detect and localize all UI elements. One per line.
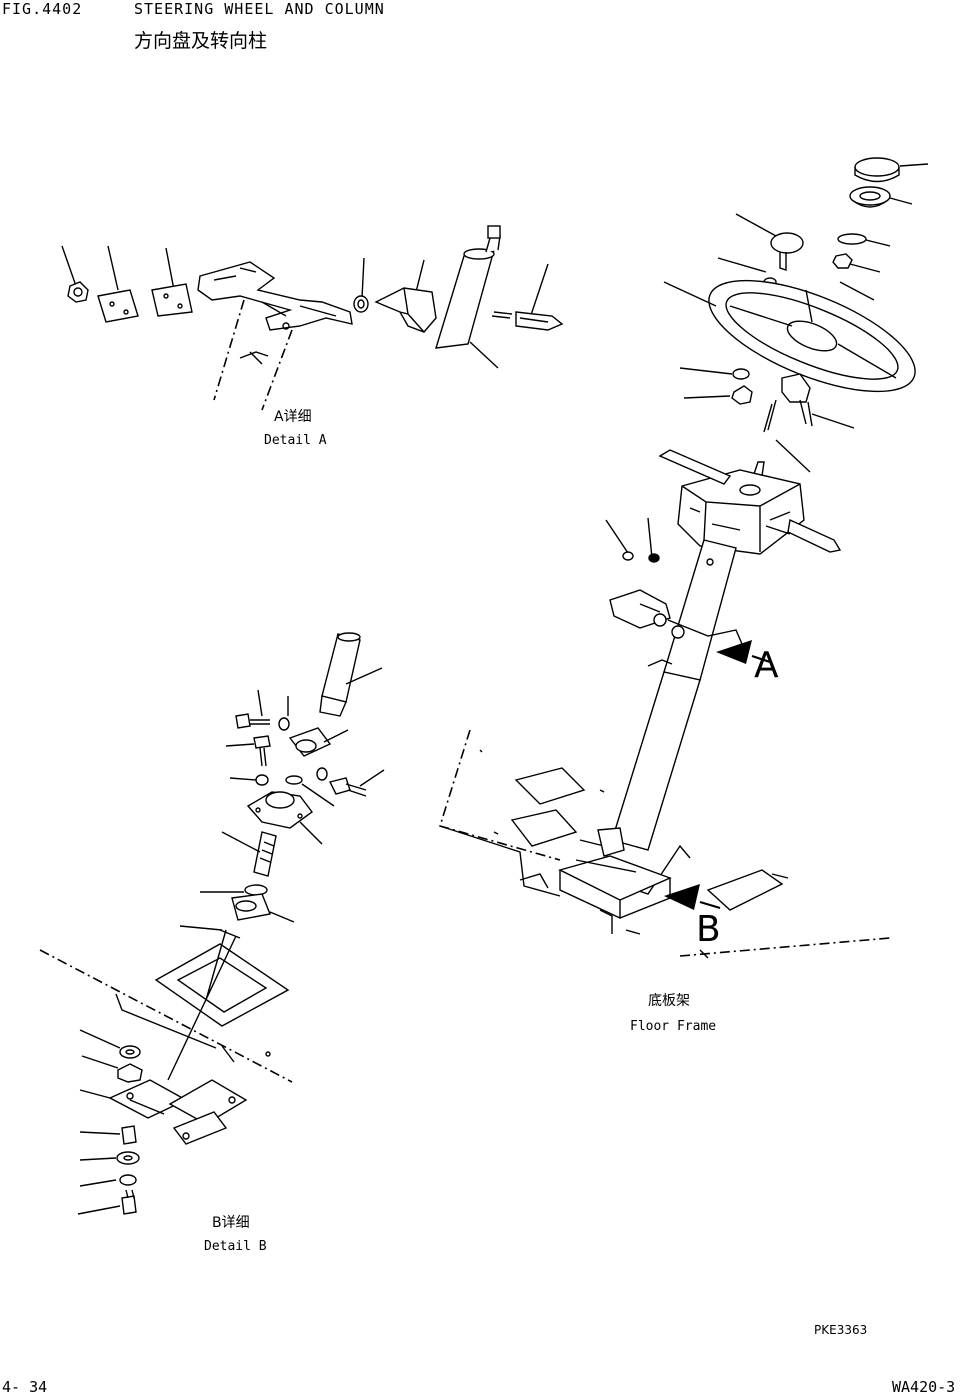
steering-assembly-drawing <box>438 157 929 959</box>
figure-title: STEERING WHEEL AND COLUMN <box>134 0 385 18</box>
floor-frame-label-chinese: 底板架 <box>648 993 690 1009</box>
detail-a-label-chinese: A详细 <box>274 409 312 425</box>
detail-b-label-chinese: B详细 <box>212 1215 250 1231</box>
figure-number: FIG.4402 <box>2 0 83 18</box>
page-number: 4- 34 <box>2 1378 48 1396</box>
detail-b-drawing <box>39 632 385 1215</box>
detail-a-drawing: . <box>61 225 564 411</box>
drawing-code: PKE3363 <box>814 1323 868 1337</box>
view-b-marker: B <box>696 909 721 950</box>
view-a-marker: A <box>754 645 779 686</box>
detail-b-label: Detail B <box>204 1239 267 1254</box>
figure-title-chinese: 方向盘及转向柱 <box>134 30 268 52</box>
floor-frame-label: Floor Frame <box>630 1019 717 1034</box>
model-number: WA420-3 <box>892 1378 956 1396</box>
detail-a-label: Detail A <box>264 433 327 448</box>
